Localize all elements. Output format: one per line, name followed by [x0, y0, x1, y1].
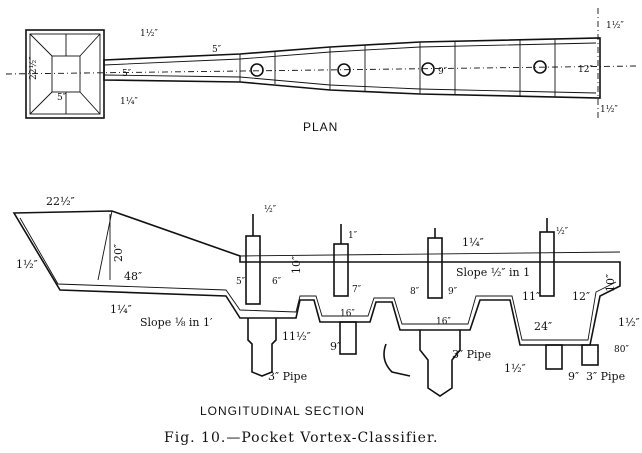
figure-caption: Fig. 10.—Pocket Vortex-Classifier.	[164, 430, 438, 446]
sec-dim-p1: 5″	[236, 277, 246, 287]
sec-dim-left-edge: 1½″	[16, 258, 38, 271]
sec-dim-top2: 1″	[348, 231, 358, 241]
section-bend-pipe	[383, 343, 411, 377]
sec-dim-w2: 16″	[436, 317, 451, 327]
sec-dim-right-rise: 10″	[604, 274, 617, 292]
sec-slope-bottom: Slope ⅛ in 1′	[140, 316, 213, 329]
plan-dim-mid: 9″	[438, 67, 448, 77]
sec-dim-p7: 12″	[572, 290, 590, 303]
sec-dim-bot4: 9″	[568, 370, 579, 383]
plan-dim-inner-w: 5″	[57, 93, 67, 103]
sec-dim-bot1: 11½″	[282, 330, 311, 343]
sec-dim-right-bot: 80″	[614, 345, 629, 355]
sec-dim-w3: 24″	[534, 320, 552, 333]
section-pipe-2	[545, 344, 563, 370]
plan-outlet-2	[337, 63, 351, 77]
section-stand-pipe-4	[539, 231, 555, 297]
section-pipe-3	[581, 344, 599, 366]
plan-view: 1½″ 1½″ 22½″ 5″ 5″ 5″ 9″ 12″ 1¼″ 1½″ PLA…	[5, 8, 637, 134]
sec-dim-floor-len: 48″	[124, 270, 142, 283]
plan-hopper-outlet	[51, 55, 81, 93]
sec-dim-p2: 6″	[272, 277, 282, 287]
plan-centerline	[5, 65, 637, 75]
plan-dim-inner-h: 5″	[212, 45, 222, 55]
plan-dim-bottom-right: 1½″	[600, 104, 618, 115]
plan-trough-outline	[103, 37, 601, 99]
sec-dim-bottom-left: 1¼″	[110, 303, 132, 316]
section-spigot-1	[247, 318, 277, 377]
section-outline	[12, 210, 621, 346]
section-stand-pipe-3	[427, 237, 443, 299]
sec-pipe-label-3: 3″ Pipe	[586, 370, 625, 383]
sec-dim-top1: ½″	[264, 204, 277, 215]
sec-dim-depth: 20″	[112, 244, 125, 262]
sec-dim-top4: ½″	[556, 226, 569, 237]
plan-title: PLAN	[303, 120, 338, 134]
sec-dim-rise: 10″	[290, 256, 303, 274]
sec-dim-p3: 7″	[352, 285, 362, 295]
sec-dim-bot2: 9″	[330, 340, 341, 353]
sec-dim-top3: 1¼″	[462, 236, 484, 249]
plan-dim-left-width: 22½″	[28, 56, 39, 80]
plan-dim-bottom-left: 1¼″	[120, 96, 138, 107]
plan-dim-top-right: 1½″	[606, 20, 624, 31]
sec-dim-p6: 11″	[522, 290, 540, 303]
sec-pipe-label-1: 3″ Pipe	[268, 370, 307, 383]
section-spigot-2	[419, 330, 461, 397]
sec-slope-top: Slope ½″ in 1	[456, 266, 530, 279]
plan-dim-top-left: 1½″	[140, 28, 158, 39]
sec-dim-p4: 8″	[410, 287, 420, 297]
section-view: 22½″ 20″ 48″ 1½″ 1¼″ 10″ 5″ 6″ 7″ 8″ 9″ …	[12, 195, 640, 418]
sec-dim-bot3: 1½″	[504, 362, 526, 375]
sec-dim-p5: 9″	[448, 287, 458, 297]
plan-dim-right-w: 12″	[578, 65, 593, 75]
section-stand-pipe-2	[333, 243, 349, 297]
section-title: LONGITUDINAL SECTION	[200, 404, 365, 418]
sec-dim-w1: 16″	[340, 309, 355, 319]
sec-dim-top-len: 22½″	[46, 195, 75, 208]
plan-dim-throat: 5″	[122, 69, 132, 79]
section-pipe-1	[339, 321, 357, 355]
plan-outlet-1	[250, 63, 264, 77]
sec-pipe-label-2: 3″ Pipe	[452, 348, 491, 361]
sec-dim-right-edge: 1½″	[618, 316, 640, 329]
plan-outlet-4	[533, 60, 547, 74]
section-stand-pipe-1	[245, 235, 261, 305]
